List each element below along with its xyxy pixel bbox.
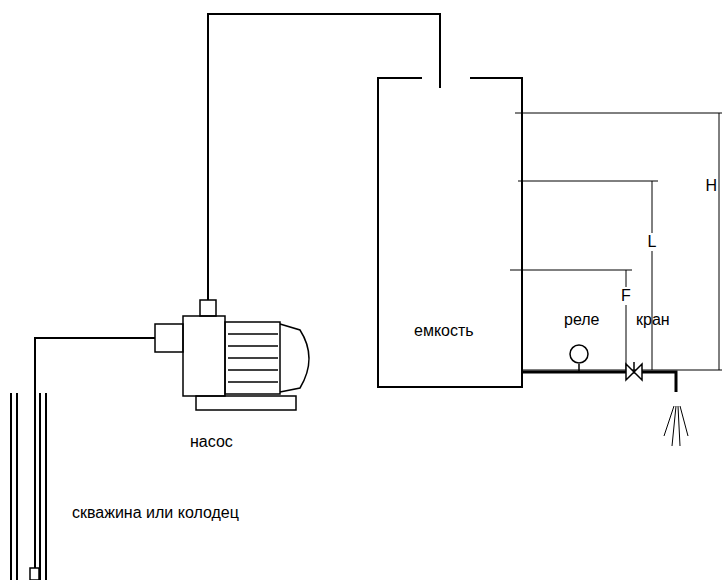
part-name: кран: [636, 311, 670, 329]
part-name: насос: [190, 433, 233, 451]
dimension-label: H: [704, 177, 718, 195]
tank: емкость: [378, 78, 522, 387]
part-name: скважина или колодец: [72, 504, 239, 522]
tank-label: емкость: [414, 322, 474, 340]
dimension-label: L: [647, 233, 658, 251]
part-name: реле: [564, 311, 600, 329]
dimension-label: F: [620, 287, 632, 305]
